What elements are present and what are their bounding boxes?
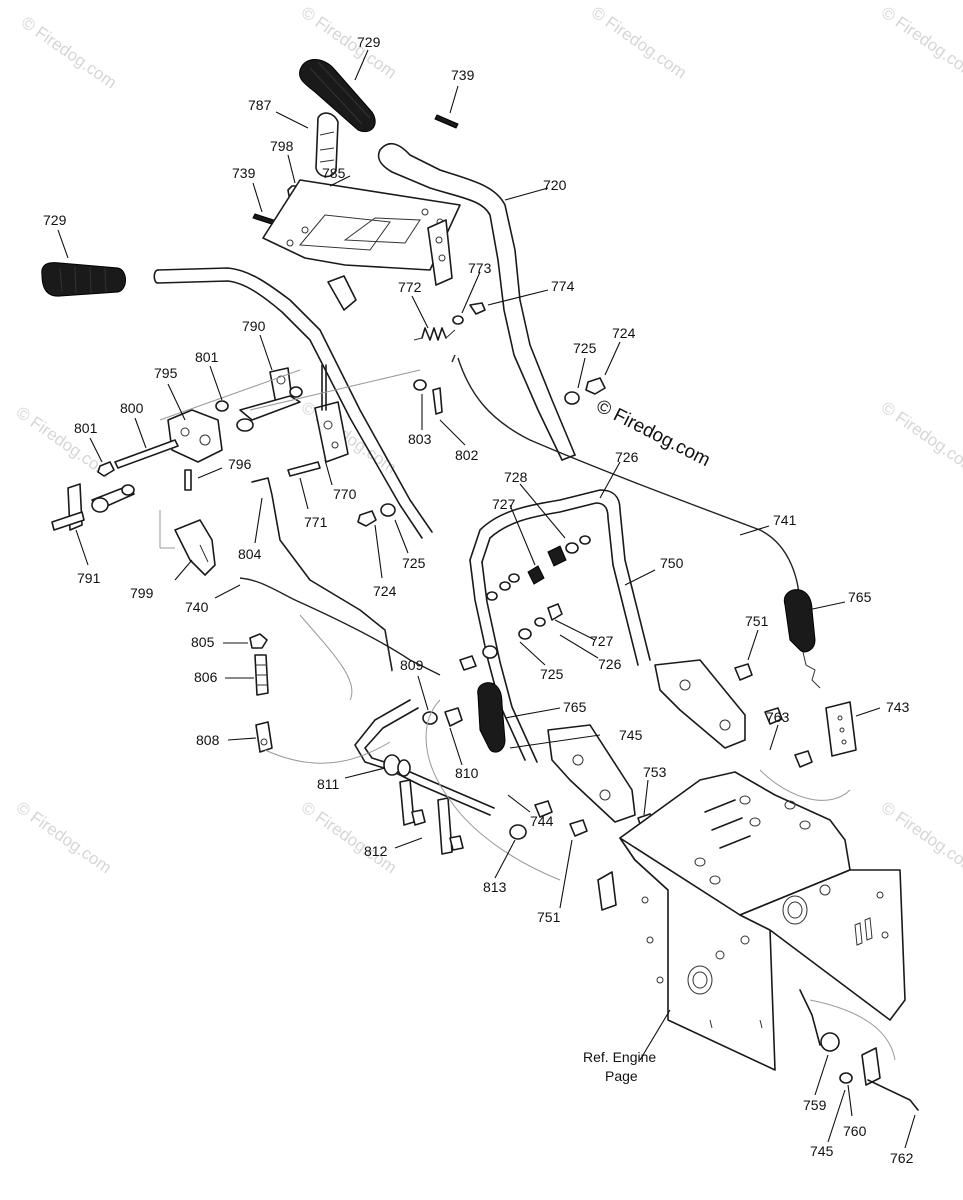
callout-725: 725 [402, 555, 426, 571]
callout-740: 740 [185, 599, 209, 615]
clutch-linkage [799, 989, 919, 1111]
callout-796: 796 [228, 456, 252, 472]
spring [413, 327, 456, 341]
control-rod [251, 477, 393, 671]
callout-795: 795 [154, 365, 178, 381]
callout-729: 729 [43, 212, 67, 228]
callout-720: 720 [543, 177, 567, 193]
reference-note-line-2: Page [605, 1068, 638, 1084]
callout-785: 785 [322, 165, 346, 181]
callout-759: 759 [803, 1097, 827, 1113]
callout-801: 801 [74, 420, 98, 436]
callout-790: 790 [242, 318, 266, 334]
callout-744: 744 [530, 813, 554, 829]
bail-grip-left [477, 682, 506, 753]
callout-799: 799 [130, 585, 154, 601]
clevis-pin [432, 387, 443, 415]
callout-727: 727 [492, 496, 516, 512]
callout-813: 813 [483, 879, 507, 895]
callout-725: 725 [540, 666, 564, 682]
callout-765: 765 [563, 699, 587, 715]
callout-800: 800 [120, 400, 144, 416]
callout-724: 724 [373, 583, 397, 599]
callout-751: 751 [745, 613, 769, 629]
handlebar-frame [153, 142, 576, 539]
drive-cable [457, 357, 801, 611]
callout-809: 809 [400, 657, 424, 673]
callout-801: 801 [195, 349, 219, 365]
callout-763: 763 [766, 709, 790, 725]
callout-770: 770 [333, 486, 357, 502]
watermark: © Firedog.com [18, 13, 120, 93]
callout-745: 745 [619, 727, 643, 743]
callout-811: 811 [317, 776, 340, 792]
callout-743: 743 [886, 699, 910, 715]
handle-grip-top [299, 59, 376, 132]
callout-810: 810 [455, 765, 479, 781]
callout-729: 729 [357, 34, 381, 50]
watermark: © Firedog.com [878, 798, 963, 878]
callout-774: 774 [551, 278, 575, 294]
bail-handle [469, 489, 651, 763]
callout-773: 773 [468, 260, 492, 276]
callout-808: 808 [196, 732, 220, 748]
callout-803: 803 [408, 431, 432, 447]
callout-751: 751 [537, 909, 561, 925]
copyright-text: © Firedog.com [593, 396, 714, 471]
watermark: © Firedog.com [878, 3, 963, 83]
callout-806: 806 [194, 669, 218, 685]
control-bracket [287, 364, 349, 477]
watermark: © Firedog.com [878, 398, 963, 478]
handle-grip-left [41, 262, 126, 297]
callout-760: 760 [843, 1123, 867, 1139]
shift-cable [239, 577, 441, 676]
callout-labels: 729 739 787 798 785 739 720 729 773 772 … [43, 34, 914, 1166]
rod-connector [249, 633, 273, 753]
watermark: © Firedog.com [588, 3, 690, 83]
pin-clip [434, 114, 459, 129]
callout-741: 741 [773, 512, 797, 528]
callout-753: 753 [643, 764, 667, 780]
callout-802: 802 [455, 447, 479, 463]
callout-725: 725 [573, 340, 597, 356]
detent-springs [459, 535, 591, 671]
callout-771: 771 [304, 514, 328, 530]
tiller-frame [597, 771, 906, 1071]
callout-791: 791 [77, 570, 101, 586]
callout-812: 812 [364, 843, 388, 859]
callout-739: 739 [451, 67, 475, 83]
leader-lines [57, 49, 916, 1149]
hardware-right [357, 377, 606, 527]
callout-787: 787 [248, 97, 272, 113]
callout-750: 750 [660, 555, 684, 571]
callout-762: 762 [890, 1150, 914, 1166]
watermark: © Firedog.com [298, 798, 400, 878]
watermark: © Firedog.com [13, 798, 115, 878]
callout-739: 739 [232, 165, 256, 181]
index-plate [825, 701, 857, 757]
callout-727: 727 [590, 633, 614, 649]
bail-grip-right [783, 589, 816, 653]
reference-note-line-1: Ref. Engine [583, 1049, 656, 1065]
callout-724: 724 [612, 325, 636, 341]
callout-728: 728 [504, 469, 528, 485]
callout-805: 805 [191, 634, 215, 650]
callout-804: 804 [238, 546, 262, 562]
callout-726: 726 [598, 656, 622, 672]
callout-745: 745 [810, 1143, 834, 1159]
callout-798: 798 [270, 138, 294, 154]
callout-765: 765 [848, 589, 872, 605]
shift-lever [354, 699, 527, 855]
bail-bracket-right [654, 659, 746, 749]
callout-772: 772 [398, 279, 422, 295]
shift-bracket [51, 367, 303, 576]
callout-726: 726 [615, 449, 639, 465]
